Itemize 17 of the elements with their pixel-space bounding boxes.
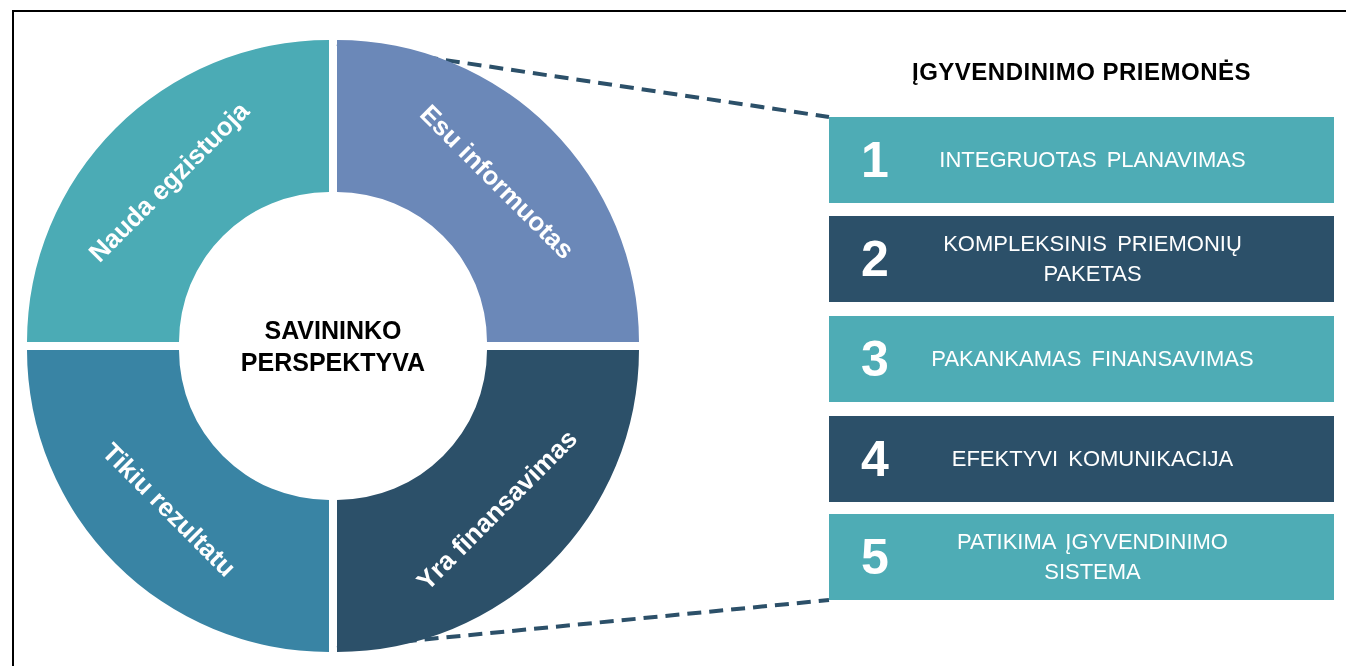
step-number: 1 [860, 131, 890, 189]
measure-label: EFEKTYVI KOMUNIKACIJA [950, 445, 1235, 474]
step-number: 4 [860, 430, 890, 488]
measure-bar [829, 117, 1334, 203]
measure-bar [829, 416, 1334, 502]
step-number: 2 [860, 230, 890, 288]
measure-label: PATIKIMA ĮGYVENDINIMO SISTEMA [956, 528, 1229, 586]
step-number: 3 [860, 330, 890, 388]
section-heading: ĮGYVENDINIMO PRIEMONĖS [910, 58, 1252, 86]
center-title: SAVININKO PERSPEKTYVA [239, 314, 427, 378]
measure-label: INTEGRUOTAS PLANAVIMAS [938, 146, 1247, 175]
measure-bar [829, 316, 1334, 402]
measure-label: KOMPLEKSINIS PRIEMONIŲ PAKETAS [942, 230, 1243, 288]
measure-label: PAKANKAMAS FINANSAVIMAS [930, 345, 1255, 374]
measure-bar [829, 216, 1334, 302]
measure-bar [829, 514, 1334, 600]
step-number: 5 [860, 528, 890, 586]
